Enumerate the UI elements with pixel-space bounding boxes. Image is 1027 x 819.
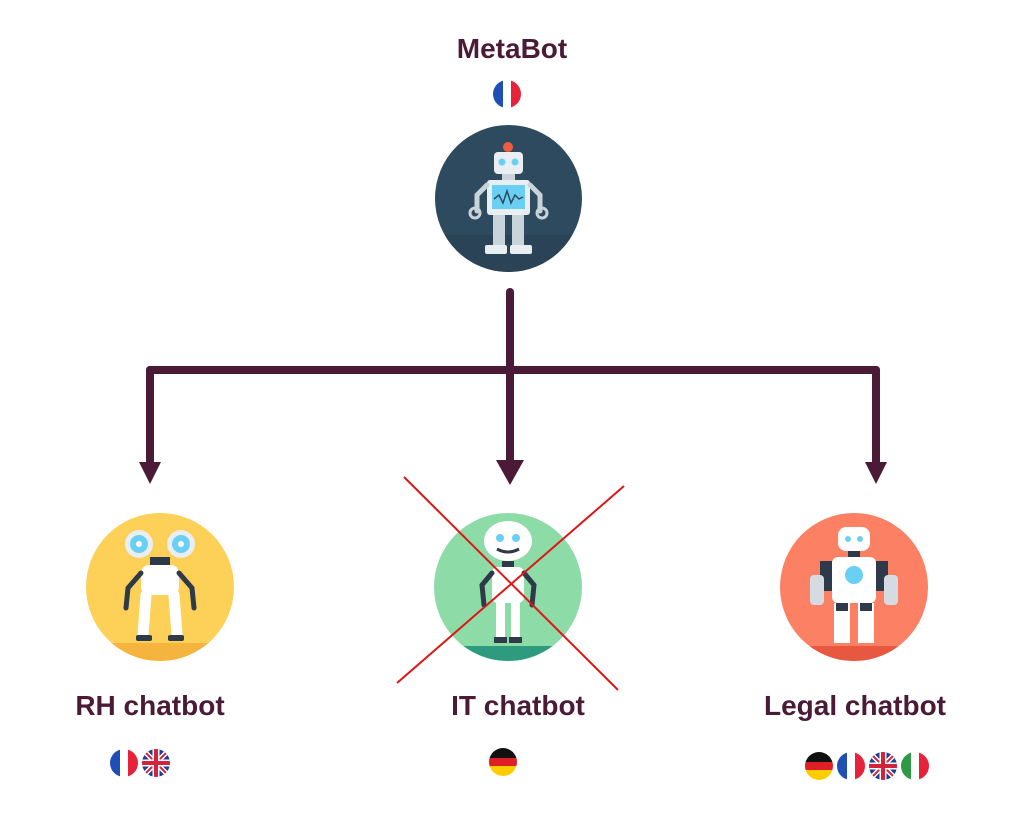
french-flag-icon	[493, 80, 521, 108]
metabot-languages	[493, 80, 521, 108]
it-chatbot-languages	[489, 748, 517, 776]
german-flag-icon	[805, 752, 833, 780]
legal-chatbot-title: Legal chatbot	[763, 690, 947, 721]
arrowhead-center	[496, 460, 524, 485]
robot-icon	[86, 530, 234, 661]
italian-flag-icon	[901, 752, 929, 780]
legal-chatbot-languages	[805, 752, 929, 780]
arrowhead-right	[865, 462, 887, 484]
rh-chatbot-title: RH chatbot	[75, 690, 225, 721]
robot-icon	[780, 527, 928, 661]
legal-chatbot-avatar	[780, 513, 928, 661]
metabot-title: MetaBot	[456, 33, 568, 64]
metabot-avatar	[435, 125, 582, 272]
rh-chatbot-avatar	[86, 513, 234, 661]
robot-icon	[435, 142, 582, 272]
uk-flag-icon	[869, 752, 897, 780]
french-flag-icon	[837, 752, 865, 780]
it-chatbot-avatar	[434, 513, 582, 661]
french-flag-icon	[110, 749, 138, 777]
arrowhead-left	[139, 462, 161, 484]
rh-chatbot-languages	[110, 749, 170, 777]
german-flag-icon	[489, 748, 517, 776]
it-chatbot-title: IT chatbot	[451, 690, 585, 721]
